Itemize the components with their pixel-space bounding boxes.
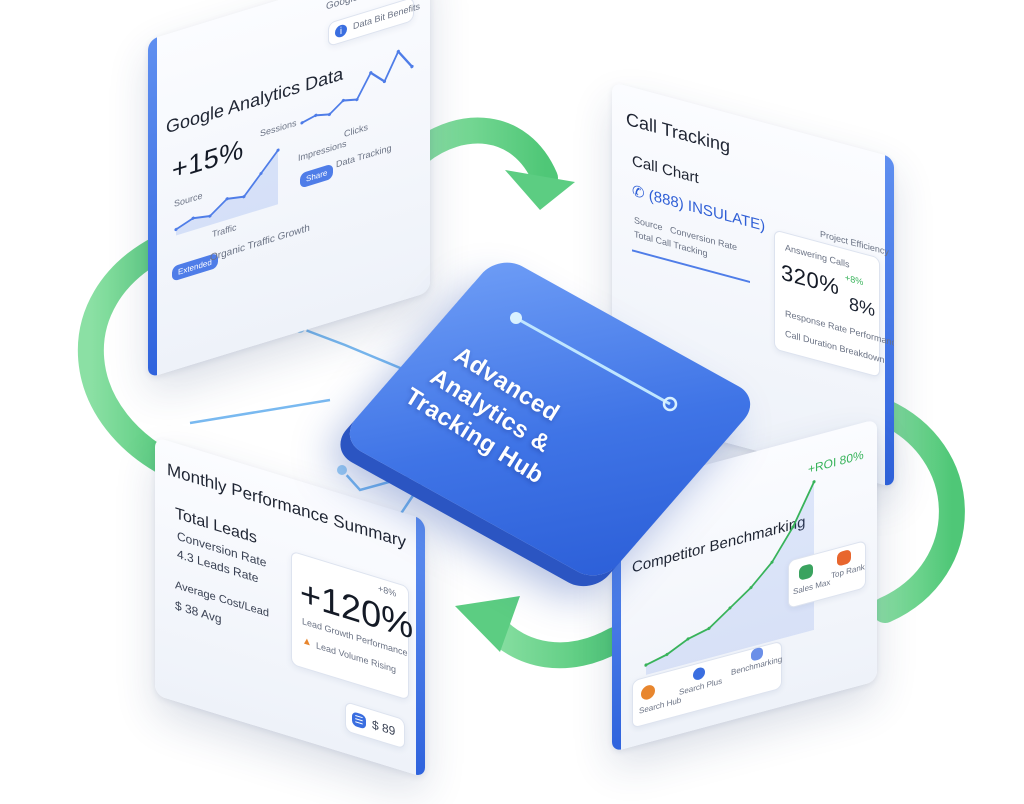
cycle-arrow-right bbox=[867, 397, 965, 623]
chart-point bbox=[707, 626, 711, 631]
chart-point bbox=[396, 49, 400, 54]
chart-point bbox=[191, 216, 195, 220]
chart-point bbox=[382, 79, 387, 84]
chart-point bbox=[665, 652, 669, 657]
chart-point bbox=[341, 98, 345, 103]
competitor-benchmarking-panel: +ROI 80% Competitor Benchmarking Search … bbox=[612, 418, 877, 752]
chart-point bbox=[225, 197, 229, 201]
chart-point bbox=[259, 171, 263, 176]
chart-point bbox=[791, 525, 795, 529]
chart-point bbox=[242, 194, 246, 199]
chart-area bbox=[176, 150, 278, 236]
chart-point bbox=[174, 227, 178, 232]
chart-point bbox=[314, 113, 318, 118]
chart-area bbox=[646, 481, 814, 675]
chart-point bbox=[770, 560, 774, 564]
chart-point bbox=[686, 637, 690, 641]
impressions-line-chart bbox=[300, 49, 414, 125]
chart-point bbox=[327, 112, 332, 117]
cycle-arrow-bottom-head bbox=[455, 596, 520, 652]
chart-point bbox=[812, 480, 816, 484]
chart-point bbox=[208, 214, 212, 218]
cycle-arrow-top bbox=[407, 117, 558, 191]
chart-point bbox=[276, 148, 280, 152]
cycle-arrow-top-head bbox=[505, 170, 575, 210]
connector-node bbox=[335, 463, 349, 477]
cycle-arrow-left bbox=[77, 235, 193, 483]
chart-point bbox=[749, 585, 753, 590]
sessions-area-chart bbox=[174, 148, 280, 236]
chart-point bbox=[410, 64, 414, 69]
chart-point bbox=[644, 663, 648, 667]
roi-trend-chart bbox=[644, 480, 816, 675]
chart-point bbox=[728, 606, 732, 610]
chart-point bbox=[355, 97, 359, 102]
google-analytics-panel: Google Search Console i Data Bit Benefit… bbox=[148, 0, 430, 379]
chart-point bbox=[300, 121, 304, 125]
chart-point bbox=[369, 71, 373, 75]
